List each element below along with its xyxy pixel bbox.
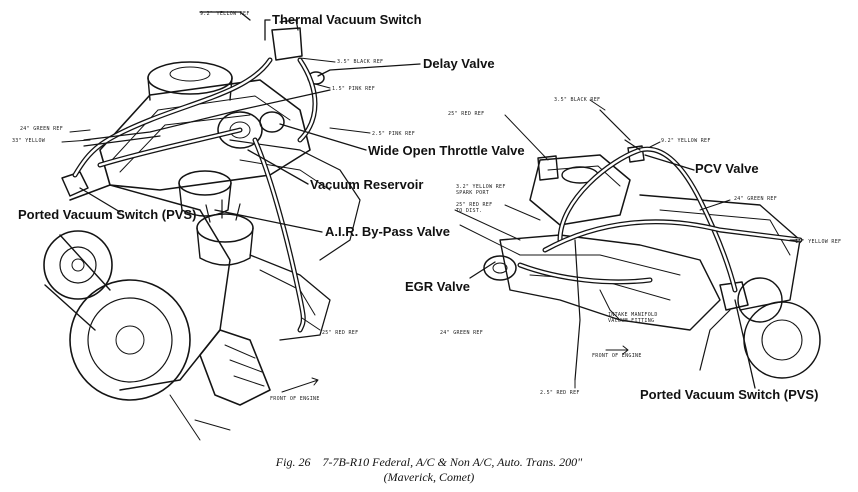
label-yellow-9-2-left: 9.2" YELLOW REF (200, 11, 250, 17)
callout-egr-valve: EGR Valve (405, 279, 470, 294)
callout-wide-open-throttle-valve: Wide Open Throttle Valve (368, 143, 525, 158)
label-to-dist: TO DIST. (456, 208, 482, 214)
left-leader-lines (61, 11, 421, 331)
label-black-3-5-left: 3.5" BLACK REF (337, 59, 383, 65)
label-green-24-left: 24" GREEN REF (20, 126, 63, 132)
callout-air-bypass-valve: A.I.R. By-Pass Valve (325, 224, 450, 239)
label-red-25-right: 25" RED REF (448, 111, 484, 117)
callout-thermal-vacuum-switch: Thermal Vacuum Switch (272, 12, 422, 27)
figure-caption-line2: (Maverick, Comet) (384, 470, 475, 484)
label-red-2-5: 2.5" RED REF (540, 390, 580, 396)
callout-ported-vacuum-switch-right: Ported Vacuum Switch (PVS) (640, 387, 818, 402)
label-green-24-right-top: 24" GREEN REF (734, 196, 777, 202)
front-arrow-left (281, 377, 319, 393)
label-front-of-engine-left: FRONT OF ENGINE (270, 396, 320, 402)
label-pink-2-5: 2.5" PINK REF (372, 131, 415, 137)
label-yellow-3-2-spark: 3.2" YELLOW REF (456, 184, 506, 190)
front-arrow-right (605, 345, 629, 355)
callout-vacuum-reservoir: Vacuum Reservoir (310, 177, 423, 192)
label-red-25-left: 25" RED REF (322, 330, 358, 336)
label-yellow-11: 11" YELLOW REF (795, 239, 841, 245)
callout-ported-vacuum-switch-left: Ported Vacuum Switch (PVS) (18, 207, 196, 222)
label-front-of-engine-right: FRONT OF ENGINE (592, 353, 642, 359)
label-red-25-dist: 25" RED REF (456, 202, 492, 208)
label-black-3-5-right: 3.5" BLACK REF (554, 97, 600, 103)
label-yellow-33: 33" YELLOW (12, 138, 46, 144)
right-leader-lines (469, 99, 801, 389)
label-intake-manifold: INTAKE MANIFOLD (608, 312, 658, 318)
label-pink-1-5: 1.5" PINK REF (332, 86, 375, 92)
label-yellow-9-2-right: 9.2" YELLOW REF (661, 138, 711, 144)
label-spark-port: SPARK PORT (456, 190, 489, 196)
label-green-24-right-bottom: 24" GREEN REF (440, 330, 483, 336)
callout-pcv-valve: PCV Valve (695, 161, 759, 176)
figure-caption-line1: Fig. 26 7-7B-R10 Federal, A/C & Non A/C,… (275, 455, 583, 469)
label-vacuum-fitting: VACUUM FITTING (608, 318, 654, 324)
callout-delay-valve: Delay Valve (423, 56, 495, 71)
left-engine-drawing (43, 19, 361, 441)
